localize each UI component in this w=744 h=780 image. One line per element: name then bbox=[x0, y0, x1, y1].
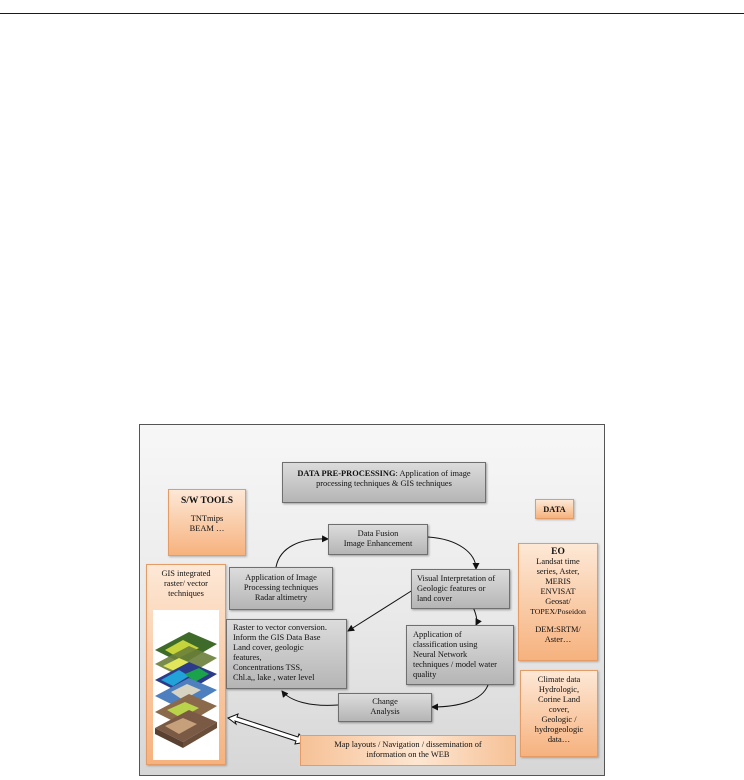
change-analysis-line2: Analysis bbox=[370, 707, 400, 716]
climate-box: Climate data Hydrologic, Corine Land cov… bbox=[520, 670, 598, 757]
raster-vector-box: Raster to vector conversion. Inform the … bbox=[226, 619, 347, 689]
eo-line2: series, Aster, bbox=[536, 567, 580, 576]
arrow-processing-to-fusion bbox=[275, 535, 329, 568]
eo-line8: Aster… bbox=[544, 635, 572, 644]
gis-integrated-line1: GIS integrated bbox=[161, 569, 211, 578]
visual-interp-line1: Visual Interpretation of bbox=[417, 574, 496, 583]
classification-line5: quality bbox=[413, 670, 437, 679]
raster-vector-line5: Concentrations TSS, bbox=[233, 663, 303, 672]
image-processing-line3: Radar altimetry bbox=[254, 593, 308, 602]
data-label: DATA bbox=[543, 505, 566, 514]
climate-line6: hydrogeologic bbox=[534, 725, 584, 734]
visual-interp-line2: Geologic features or bbox=[417, 584, 486, 593]
preprocessing-box: DATA PRE-PROCESSING: Application of imag… bbox=[282, 462, 486, 503]
eo-line6: TOPEX/Poseidon bbox=[530, 607, 586, 616]
sw-tools-title: S/W TOOLS bbox=[180, 496, 234, 506]
arrow-fusion-to-visual bbox=[427, 536, 480, 570]
double-arrow-gis-to-web bbox=[226, 713, 307, 745]
classification-line4: techniques / model water bbox=[413, 660, 497, 669]
eo-line7: DEM:SRTM/ bbox=[535, 625, 581, 634]
classification-line2: classification using bbox=[413, 640, 478, 649]
climate-line1: Climate data bbox=[537, 675, 581, 684]
eo-line1: Landsat time bbox=[536, 557, 580, 566]
workflow-diagram: DATA PRE-PROCESSING: Application of imag… bbox=[139, 424, 605, 776]
eo-title: EO bbox=[551, 547, 565, 557]
raster-vector-line3: Land cover, geologic bbox=[233, 643, 304, 652]
sw-tools-box: S/W TOOLS TNTmips BEAM … bbox=[168, 489, 246, 556]
sw-tools-line1: TNTmips bbox=[190, 514, 224, 523]
map-layouts-box: Map layouts / Navigation / dissemination… bbox=[300, 735, 516, 766]
classification-box: Application of classification using Neur… bbox=[406, 625, 514, 685]
gis-integrated-line3: techniques bbox=[168, 589, 204, 598]
data-fusion-line1: Data Fusion bbox=[357, 529, 399, 538]
visual-interp-box: Visual Interpretation of Geologic featur… bbox=[411, 569, 510, 609]
climate-line2: Hydrologic, bbox=[538, 685, 580, 694]
climate-line4: cover, bbox=[548, 705, 570, 714]
map-layouts-line1: Map layouts / Navigation / dissemination… bbox=[334, 740, 482, 749]
arrow-change-to-raster bbox=[281, 690, 339, 706]
image-processing-line1: Application of Image bbox=[245, 573, 317, 582]
image-processing-line2: Processing techniques bbox=[243, 583, 319, 592]
raster-vector-line4: features, bbox=[233, 653, 262, 662]
change-analysis-line1: Change bbox=[372, 697, 398, 706]
raster-vector-line6: Chl.a,, lake , water level bbox=[233, 673, 315, 682]
classification-line1: Application of bbox=[413, 630, 462, 639]
gis-layers-image bbox=[153, 610, 219, 760]
eo-line5: Geosat/ bbox=[545, 597, 571, 606]
preprocessing-text-1: : Application of image bbox=[395, 469, 471, 478]
data-fusion-box: Data Fusion Image Enhancement bbox=[328, 524, 428, 555]
sw-tools-line2: BEAM … bbox=[189, 524, 225, 533]
data-fusion-line2: Image Enhancement bbox=[343, 539, 413, 548]
arrow-visual-to-raster bbox=[347, 587, 417, 632]
eo-box: EO Landsat time series, Aster, MERIS ENV… bbox=[518, 543, 598, 661]
eo-line4: ENVISAT bbox=[540, 587, 576, 596]
climate-line5: Geologic / bbox=[541, 715, 577, 724]
change-analysis-box: Change Analysis bbox=[338, 693, 432, 722]
raster-vector-line2: Inform the GIS Data Base bbox=[233, 633, 321, 642]
map-layouts-line2: information on the WEB bbox=[366, 750, 450, 759]
visual-interp-line3: land cover bbox=[417, 594, 453, 603]
eo-line3: MERIS bbox=[545, 577, 571, 586]
page-top-rule bbox=[0, 13, 744, 14]
climate-line7: data… bbox=[547, 735, 571, 744]
preprocessing-label: DATA PRE-PROCESSING bbox=[297, 469, 396, 478]
gis-integrated-line2: raster/ vector bbox=[164, 579, 208, 588]
classification-line3: Neural Network bbox=[413, 650, 468, 659]
image-processing-box: Application of Image Processing techniqu… bbox=[229, 567, 333, 610]
raster-vector-line1: Raster to vector conversion. bbox=[233, 623, 327, 632]
climate-line3: Corine Land bbox=[537, 695, 581, 704]
flow-arrows bbox=[226, 535, 489, 745]
data-label-box: DATA bbox=[535, 499, 574, 519]
stacked-layers-illustration bbox=[155, 632, 217, 748]
preprocessing-text-2: processing techniques & GIS techniques bbox=[316, 479, 452, 488]
gis-integrated-box: GIS integrated raster/ vector techniques bbox=[146, 564, 226, 765]
arrow-classification-to-change bbox=[431, 684, 489, 711]
